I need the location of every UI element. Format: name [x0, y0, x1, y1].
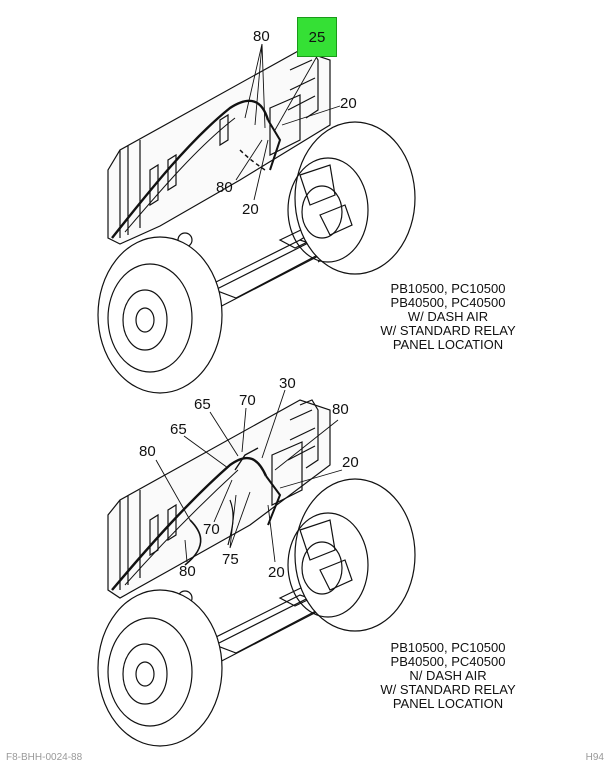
caption-bottom-line-5: PANEL LOCATION: [392, 696, 504, 711]
caption-bottom-line-4: W/ STANDARD RELAY: [380, 682, 516, 697]
callout-20-bottom-a: 20: [342, 454, 359, 471]
caption-bottom-line-2: PB40500, PC40500: [390, 654, 506, 669]
callout-20-bottom-b: 20: [268, 564, 285, 581]
callout-80-bottom-a: 80: [332, 401, 349, 418]
footer-drawing-number: F8-BHH-0024-88: [6, 752, 83, 763]
callout-70-a: 70: [239, 392, 256, 409]
caption-top-line-5: PANEL LOCATION: [392, 337, 504, 352]
callout-65-a: 65: [194, 396, 211, 413]
callout-80-top-b: 80: [216, 179, 233, 196]
callout-20-top-a: 20: [340, 95, 357, 112]
caption-top-line-1: PB10500, PC10500: [390, 281, 506, 296]
callout-30: 30: [279, 375, 296, 392]
caption-top-line-4: W/ STANDARD RELAY: [380, 323, 516, 338]
caption-bottom-line-3: N/ DASH AIR: [409, 668, 487, 683]
callout-20-top-b: 20: [242, 201, 259, 218]
callout-80-top-a: 80: [253, 28, 270, 45]
caption-bottom-line-1: PB10500, PC10500: [390, 640, 506, 655]
chassis-assembly-top: [97, 43, 416, 394]
callout-80-bottom-c: 80: [179, 563, 196, 580]
footer-page-ref: H94: [585, 752, 604, 763]
callout-25-highlighted[interactable]: 25: [297, 17, 337, 57]
callout-70-b: 70: [203, 521, 220, 538]
callout-80-bottom-b: 80: [139, 443, 156, 460]
caption-top-line-3: W/ DASH AIR: [407, 309, 489, 324]
callout-75: 75: [222, 551, 239, 568]
caption-top: PB10500, PC10500 PB40500, PC40500 W/ DAS…: [328, 282, 568, 352]
callout-65-b: 65: [170, 421, 187, 438]
caption-top-line-2: PB40500, PC40500: [390, 295, 506, 310]
chassis-assembly-bottom: [97, 389, 416, 747]
caption-bottom: PB10500, PC10500 PB40500, PC40500 N/ DAS…: [328, 641, 568, 711]
